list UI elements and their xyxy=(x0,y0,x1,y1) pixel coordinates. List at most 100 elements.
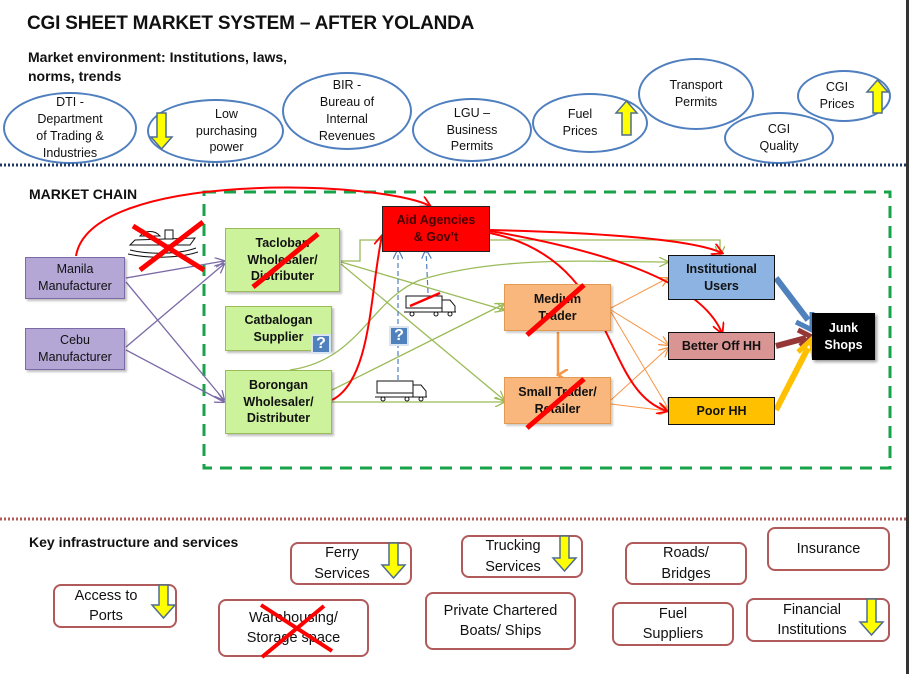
env-lgu-line: Permits xyxy=(450,139,494,154)
env-cgi-prices-line: CGI xyxy=(825,80,849,95)
infra-line: Storage space xyxy=(246,630,341,646)
flows-to-junk-shops xyxy=(773,276,817,412)
infra-line: Insurance xyxy=(796,540,861,557)
env-cgi-quality-line: CGI xyxy=(767,122,791,137)
node-line: Distributer xyxy=(246,411,311,426)
infra-roads-bridges[interactable]: Roads/Bridges xyxy=(625,542,747,585)
env-cgi-prices-line: Prices xyxy=(819,97,855,111)
env-transport-line: Transport xyxy=(669,78,723,93)
node-line: Manufacturer xyxy=(38,279,112,293)
env-dti-line: DTI - xyxy=(56,95,84,110)
flows-trucks-to-aid xyxy=(398,250,428,380)
node-aid-agencies[interactable]: Aid Agencies& Gov’t xyxy=(382,206,490,252)
infra-line: Services xyxy=(485,558,541,575)
node-line: & Gov’t xyxy=(413,230,459,244)
env-purchasing-line: power xyxy=(209,140,244,155)
flows-manufacturers xyxy=(125,261,224,402)
env-purchasing-line: purchasing xyxy=(195,123,258,138)
node-line: Retailer xyxy=(534,401,581,416)
node-poor-hh[interactable]: Poor HH xyxy=(668,397,775,425)
node-line: Shops xyxy=(824,337,863,352)
node-line: Wholesaler/ xyxy=(243,394,314,409)
infra-line: Roads/ xyxy=(663,545,709,562)
node-line: Small Trader/ xyxy=(518,384,597,399)
env-cgi-quality-line: Quality xyxy=(759,139,799,153)
env-dti-line: Industries xyxy=(42,145,98,160)
question-mark-icon: ? xyxy=(389,326,409,346)
market-chain-label: MARKET CHAIN xyxy=(29,186,138,202)
env-fuel-line: Fuel xyxy=(567,107,593,122)
node-small-trader-retailer[interactable]: Small Trader/Retailer xyxy=(504,377,611,424)
env-lgu-line: LGU – xyxy=(453,105,491,120)
node-line: Supplier xyxy=(253,329,304,344)
node-line: Catbalogan xyxy=(244,312,313,327)
market-environment-label-line2: norms, trends xyxy=(28,67,122,84)
infra-line: Services xyxy=(314,565,370,582)
node-line: Users xyxy=(704,278,739,293)
infra-insurance[interactable]: Insurance xyxy=(767,527,890,571)
ship-disrupted-cross xyxy=(131,220,206,273)
env-bir-line: BIR - xyxy=(332,78,362,93)
infra-line: Trucking xyxy=(485,538,541,555)
env-cgi-quality[interactable]: CGI Quality xyxy=(724,112,834,164)
infrastructure-label: Key infrastructure and services xyxy=(29,534,239,550)
node-better-off-hh[interactable]: Better Off HH xyxy=(668,332,775,360)
node-line: Distributer xyxy=(250,269,315,284)
env-dti-line: Department xyxy=(37,112,103,127)
node-line: Manufacturer xyxy=(38,350,112,364)
env-fuel-line: Prices xyxy=(562,124,598,138)
truck-icon xyxy=(375,380,427,402)
env-dti[interactable]: DTI - Department of Trading & Industries xyxy=(3,92,137,164)
env-bir-line: Revenues xyxy=(318,128,376,143)
infra-line: Fuel xyxy=(658,605,688,622)
infra-line: Warehousing/ xyxy=(249,609,338,626)
infra-line: Institutions xyxy=(777,622,847,638)
node-line: Trader xyxy=(538,308,577,323)
market-environment-label: Market environment: Institutions, laws, … xyxy=(28,48,287,86)
env-purchasing-line: Low xyxy=(215,106,238,121)
node-line: Borongan xyxy=(248,377,308,392)
infra-line: Suppliers xyxy=(642,626,704,642)
truck-disrupted-slash xyxy=(409,291,441,308)
infra-line: Ferry xyxy=(325,545,359,562)
env-lgu-line: Business xyxy=(446,122,498,137)
page-title: CGI SHEET MARKET SYSTEM – AFTER YOLANDA xyxy=(27,13,475,34)
infra-line: Access to xyxy=(74,587,138,604)
node-line: Manila xyxy=(56,262,94,277)
node-line: Medium xyxy=(533,291,582,306)
node-line: Tacloban xyxy=(255,235,310,250)
env-lgu[interactable]: LGU – Business Permits xyxy=(412,98,532,162)
node-line: Poor HH xyxy=(696,403,747,418)
infra-line: Bridges xyxy=(661,565,711,582)
node-line: Better Off HH xyxy=(681,338,762,353)
env-bir-line: Bureau of xyxy=(319,95,375,110)
question-mark-icon: ? xyxy=(311,334,331,354)
local-market-boundary xyxy=(202,190,892,470)
node-line: Junk xyxy=(828,320,859,335)
infra-line: Boats/ Ships xyxy=(459,623,542,639)
env-transport-line: Permits xyxy=(674,95,718,109)
infra-warehousing-storage[interactable]: Warehousing/Storage space xyxy=(218,599,369,657)
env-transport-permits[interactable]: Transport Permits xyxy=(638,58,754,130)
infra-line: Private Chartered xyxy=(443,602,558,619)
node-line: Institutional xyxy=(686,261,757,276)
env-dti-line: of Trading & xyxy=(36,129,104,143)
slide-right-border xyxy=(906,0,909,674)
node-line: Cebu xyxy=(60,333,90,348)
market-environment-label-line1: Market environment: Institutions, laws, xyxy=(28,49,288,65)
env-bir[interactable]: BIR - Bureau of Internal Revenues xyxy=(282,72,412,150)
